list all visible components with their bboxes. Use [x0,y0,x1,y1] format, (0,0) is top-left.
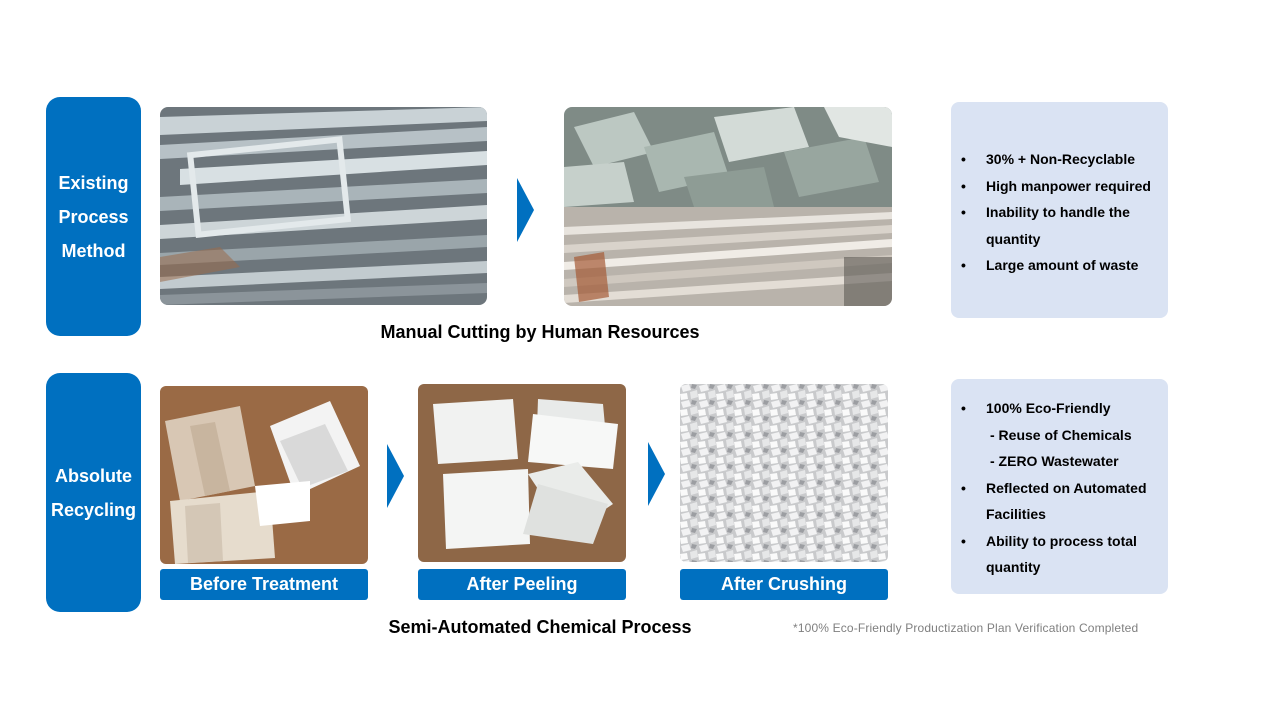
absolute-recycling-label: Absolute Recycling [46,373,141,612]
arrow-right-icon [517,178,534,242]
arrow-right-icon [648,442,665,506]
absolute-info-box: •100% Eco-Friendly - Reuse of Chemicals … [951,379,1168,594]
absolute-caption: Semi-Automated Chemical Process [388,617,692,637]
absolute-label-line-1: Absolute [54,465,132,486]
existing-bullet-text: High manpower required [986,177,1151,194]
bullet-icon: • [961,151,966,167]
bullet-icon: • [961,400,966,416]
absolute-sub-bullet-text: - ZERO Wastewater [990,453,1119,469]
arrow-right-icon [387,444,404,508]
existing-label-line-3: Method [61,240,126,261]
existing-bullet-text: Inability to handle the quantity [986,204,1130,247]
after-peeling-photo [418,384,626,562]
footnote: *100% Eco-Friendly Productization Plan V… [793,621,1139,635]
bullet-icon: • [961,177,966,194]
absolute-bullet-text: Ability to process total quantity [986,532,1137,576]
absolute-bullet: • Reflected on Automated Facilities [961,475,1162,528]
step-label-after-peeling: After Peeling [418,569,626,600]
absolute-bullet-text: 100% Eco-Friendly [986,400,1111,416]
existing-bullet: • Inability to handle the quantity [961,199,1162,252]
existing-bullet: • 30% + Non-Recyclable [961,146,1162,173]
after-crushing-photo [680,384,888,562]
bullet-icon: • [961,257,966,273]
existing-label-line-2: Process [58,206,129,227]
absolute-sub-bullet: - Reuse of Chemicals [961,422,1162,449]
bullet-icon: • [961,479,966,496]
absolute-sub-bullet-text: - Reuse of Chemicals [990,426,1132,443]
cut-frames-photo [564,107,892,306]
existing-bullet: • High manpower required [961,173,1162,200]
absolute-bullet: • Ability to process total quantity [961,528,1162,581]
existing-caption: Manual Cutting by Human Resources [380,322,700,342]
existing-info-box: • 30% + Non-Recyclable • High manpower req… [951,102,1168,318]
absolute-label-line-2: Recycling [50,499,137,520]
existing-bullet-text: Large amount of waste [986,257,1139,273]
existing-process-label: Existing Process Method [46,97,141,336]
before-treatment-photo [160,386,368,564]
existing-label-line-1: Existing [58,172,129,193]
absolute-bullet: • 100% Eco-Friendly [961,395,1162,422]
absolute-bullet-text: Reflected on Automated Facilities [986,479,1147,523]
step-label-before-treatment: Before Treatment [160,569,368,600]
bullet-icon: • [961,532,966,549]
step-label-after-crushing: After Crushing [680,569,888,600]
window-frames-photo [160,107,487,305]
absolute-sub-bullet: - ZERO Wastewater [961,448,1162,475]
existing-bullet-text: 30% + Non-Recyclable [986,151,1136,167]
bullet-icon: • [961,204,966,220]
existing-bullet: • Large amount of waste [961,252,1162,279]
